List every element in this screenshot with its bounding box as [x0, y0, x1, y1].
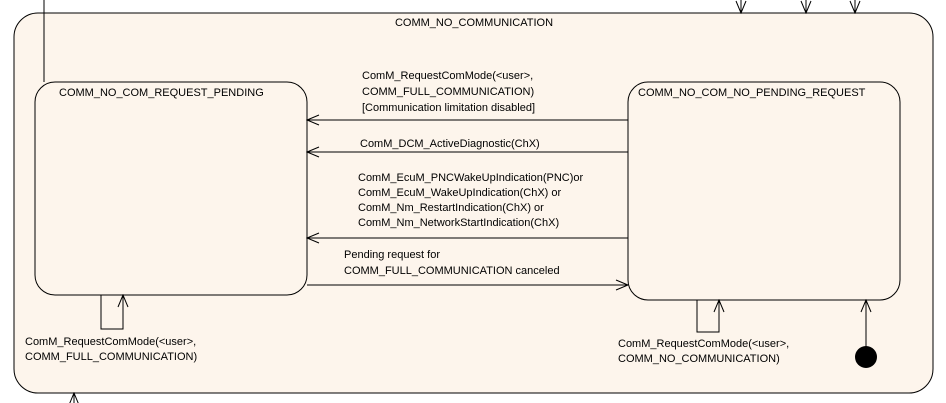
superstate-title: COMM_NO_COMMUNICATION	[395, 17, 553, 29]
state-request-pending-label: COMM_NO_COM_REQUEST_PENDING	[59, 87, 264, 99]
transition-label-wakeup-indications: ComM_EcuM_PNCWakeUpIndication(PNC)or Com…	[358, 172, 586, 229]
initial-state-dot	[855, 346, 877, 368]
state-no-pending-request	[627, 81, 901, 301]
self-loop-label-no-pending-request: ComM_RequestComMode(<user>, COMM_NO_COMM…	[618, 338, 792, 365]
transition-label-dcm-active-diagnostic: ComM_DCM_ActiveDiagnostic(ChX)	[360, 138, 540, 150]
self-loop-arrow-request-pending	[100, 295, 123, 330]
transition-label-request-com-mode: ComM_RequestComMode(<user>, COMM_FULL_CO…	[362, 70, 537, 114]
transition-label-pending-canceled: Pending request for COMM_FULL_COMMUNICAT…	[344, 249, 560, 277]
self-loop-arrow-no-pending-request	[696, 300, 719, 333]
state-no-pending-request-label: COMM_NO_COM_NO_PENDING_REQUEST	[638, 87, 866, 99]
state-request-pending	[34, 81, 308, 296]
self-loop-label-request-pending: ComM_RequestComMode(<user>, COMM_FULL_CO…	[25, 336, 199, 363]
